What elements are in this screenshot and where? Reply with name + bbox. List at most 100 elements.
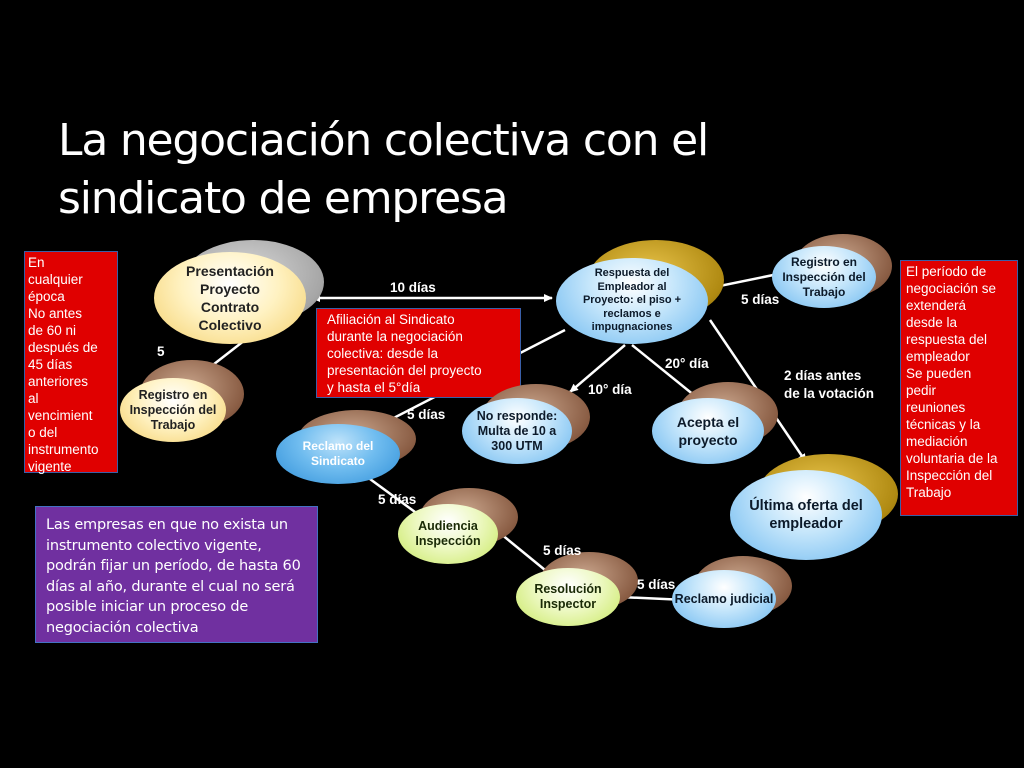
line-respuesta-acepta bbox=[631, 344, 701, 401]
afiliacion-note: Afiliación al Sindicato durante la negoc… bbox=[316, 308, 521, 398]
node-respuesta-label: Empleador al bbox=[597, 280, 667, 293]
right-note: El período de negociación se extenderá d… bbox=[900, 260, 1018, 516]
node-reclamo-judicial-label: Reclamo judicial bbox=[674, 591, 774, 606]
right-note-line: El período de bbox=[906, 264, 987, 279]
left-note-line: vigente bbox=[28, 459, 72, 474]
purple-note-line: negociación colectiva bbox=[46, 619, 199, 636]
label-veinte-dia: 20° día bbox=[665, 356, 709, 371]
purple-note-line: podrán fijar un período, de hasta 60 bbox=[46, 558, 301, 574]
right-note-line: mediación bbox=[906, 434, 968, 449]
afiliacion-note-line: durante la negociación bbox=[327, 329, 463, 344]
left-note-line: o del bbox=[28, 425, 58, 440]
node-acepta-label: proyecto bbox=[678, 432, 738, 448]
label-cinco-dias-registro: 5 días bbox=[741, 292, 780, 307]
node-respuesta-label: impugnaciones bbox=[591, 321, 673, 334]
purple-note-line: Las empresas en que no exista un bbox=[46, 517, 288, 533]
node-registro-left: Registro en Inspección del Trabajo bbox=[120, 378, 226, 442]
right-note-line: Se pueden bbox=[906, 366, 972, 381]
node-no-responde: No responde: Multa de 10 a 300 UTM bbox=[462, 398, 572, 464]
label-dos-dias-antes: 2 días antes de la votación bbox=[784, 367, 874, 403]
left-note-line: al bbox=[28, 391, 39, 406]
node-registro-left-label: Registro en bbox=[138, 387, 208, 402]
node-respuesta-label: Proyecto: el piso + bbox=[582, 294, 682, 307]
node-reclamo-sindicato-label: Reclamo del bbox=[302, 439, 374, 453]
node-registro-left-label: Trabajo bbox=[150, 417, 196, 432]
label-diez-dias: 10 días bbox=[390, 280, 436, 295]
node-presentacion-proyecto: Presentación Proyecto Contrato Colectivo bbox=[154, 252, 306, 344]
purple-note: Las empresas en que no exista un instrum… bbox=[35, 506, 318, 643]
node-presentacion-label: Proyecto bbox=[200, 281, 260, 297]
node-no-responde-label: No responde: bbox=[476, 408, 558, 423]
node-reclamo-sindicato-label: Sindicato bbox=[310, 454, 365, 468]
label-dos-dias-line: de la votación bbox=[784, 386, 875, 401]
node-presentacion-label: Colectivo bbox=[198, 317, 262, 333]
right-note-line: desde la bbox=[906, 315, 958, 330]
purple-note-line: instrumento colectivo vigente, bbox=[46, 537, 262, 554]
page-title: La negociación colectiva con el sindicat… bbox=[58, 112, 958, 228]
right-note-line: Trabajo bbox=[906, 485, 952, 500]
right-note-line: negociación se bbox=[906, 281, 997, 296]
right-note-line: pedir bbox=[906, 383, 937, 398]
node-respuesta-label: Respuesta del bbox=[594, 267, 670, 280]
node-resolucion-label: Resolución bbox=[534, 582, 602, 596]
left-note-line: cualquier bbox=[28, 272, 83, 287]
node-registro-left-label: Inspección del bbox=[129, 402, 217, 417]
left-note: En cualquier época No antes de 60 ni des… bbox=[24, 251, 118, 474]
afiliacion-note-line: colectiva: desde la bbox=[327, 346, 439, 361]
label-cinco-dias-judicial: 5 días bbox=[637, 577, 676, 592]
left-note-line: de 60 ni bbox=[28, 323, 77, 338]
node-acepta-proyecto: Acepta el proyecto bbox=[652, 398, 764, 464]
left-note-line: No antes bbox=[28, 306, 83, 321]
arrow-respuesta-noresponde bbox=[569, 344, 626, 393]
left-note-line: anteriores bbox=[28, 374, 89, 389]
node-resolucion-label: Inspector bbox=[539, 597, 597, 611]
right-note-line: Inspección del bbox=[906, 468, 993, 483]
right-note-line: reuniones bbox=[906, 400, 966, 415]
label-dos-dias-line: 2 días antes bbox=[784, 368, 862, 383]
node-resolucion-inspector: Resolución Inspector bbox=[516, 568, 620, 626]
node-audiencia-label: Inspección bbox=[415, 534, 481, 548]
node-respuesta-label: reclamos e bbox=[603, 307, 661, 320]
node-registro-right-label: Inspección del bbox=[782, 269, 866, 284]
node-presentacion-label: Presentación bbox=[186, 263, 274, 279]
node-no-responde-label: 300 UTM bbox=[491, 438, 543, 453]
label-cinco-dias-resolucion: 5 días bbox=[543, 543, 582, 558]
title-line-2: sindicato de empresa bbox=[58, 173, 509, 224]
label-cinco-dias-audiencia: 5 días bbox=[378, 492, 417, 507]
afiliacion-note-line: presentación del proyecto bbox=[327, 363, 482, 378]
right-note-line: empleador bbox=[906, 349, 970, 364]
left-note-line: vencimient bbox=[28, 408, 93, 423]
label-diez-dia: 10° día bbox=[588, 382, 632, 397]
node-respuesta-empleador: Respuesta del Empleador al Proyecto: el … bbox=[556, 258, 708, 344]
node-presentacion-label: Contrato bbox=[200, 299, 260, 315]
left-note-line: instrumento bbox=[28, 442, 99, 457]
left-note-line: 45 días bbox=[28, 357, 73, 372]
node-ultima-oferta: Última oferta del empleador bbox=[730, 470, 882, 560]
node-registro-right-label: Trabajo bbox=[802, 284, 846, 299]
title-line-1: La negociación colectiva con el bbox=[58, 115, 709, 166]
afiliacion-note-line: Afiliación al Sindicato bbox=[327, 312, 455, 327]
node-reclamo-judicial: Reclamo judicial bbox=[672, 570, 776, 628]
right-note-line: extenderá bbox=[906, 298, 967, 313]
node-registro-right-label: Registro en bbox=[790, 254, 857, 269]
node-audiencia-inspeccion: Audiencia Inspección bbox=[398, 504, 498, 564]
node-registro-right: Registro en Inspección del Trabajo bbox=[772, 246, 876, 308]
left-note-line: después de bbox=[28, 340, 98, 355]
node-audiencia-label: Audiencia bbox=[418, 519, 478, 533]
node-reclamo-sindicato: Reclamo del Sindicato bbox=[276, 424, 400, 484]
node-acepta-label: Acepta el bbox=[676, 414, 740, 430]
purple-note-line: días al año, durante el cual no será bbox=[46, 578, 295, 595]
node-ultima-oferta-label: Última oferta del bbox=[749, 498, 863, 514]
left-note-line: En bbox=[28, 255, 45, 270]
afiliacion-note-line: y hasta el 5°día bbox=[327, 380, 421, 395]
right-note-line: técnicas y la bbox=[906, 417, 981, 432]
label-cinco-dias-reclamo: 5 días bbox=[407, 407, 446, 422]
node-no-responde-label: Multa de 10 a bbox=[477, 423, 557, 438]
right-note-line: voluntaria de la bbox=[906, 451, 998, 466]
node-ultima-oferta-label: empleador bbox=[769, 516, 843, 532]
left-note-line: época bbox=[28, 289, 65, 304]
right-note-line: respuesta del bbox=[906, 332, 988, 347]
purple-note-line: posible iniciar un proceso de bbox=[46, 599, 249, 615]
label-cinco: 5 bbox=[157, 344, 165, 359]
